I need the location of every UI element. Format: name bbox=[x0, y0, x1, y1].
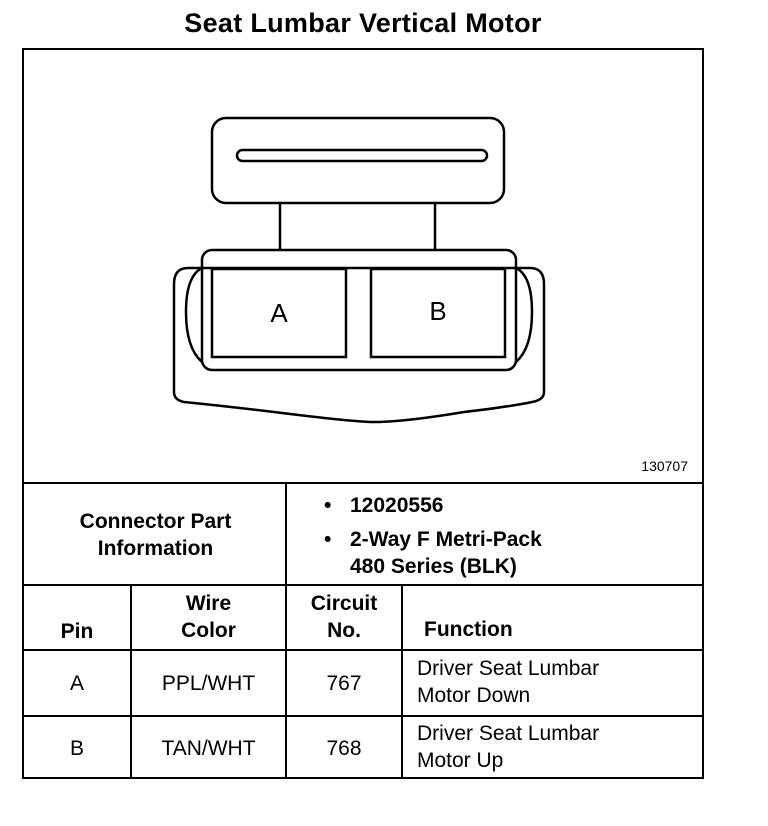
right-ear bbox=[515, 266, 534, 363]
left-ear bbox=[184, 266, 203, 363]
latch-slot bbox=[235, 148, 489, 163]
row-a-pin: A bbox=[69, 672, 84, 695]
header-circuit-no: Circuit No. bbox=[310, 592, 378, 642]
row-a-function: Driver Seat Lumbar Motor Down bbox=[417, 657, 600, 707]
cavity-b-label: B bbox=[429, 296, 446, 326]
part-number: • 12020556 bbox=[324, 494, 444, 517]
connector-diagram: A B bbox=[24, 50, 702, 482]
header-pin: Pin bbox=[60, 620, 94, 643]
connector-part-info-label: Connector Part Information bbox=[79, 510, 232, 560]
connector-body-outline bbox=[172, 266, 546, 424]
cavity-a-label: A bbox=[270, 298, 288, 328]
cavity-a bbox=[210, 267, 348, 359]
divider-diagram bbox=[24, 482, 702, 484]
row-a-wire-color: PPL/WHT bbox=[161, 672, 256, 695]
row-b-pin: B bbox=[69, 737, 84, 760]
row-a-circuit: 767 bbox=[326, 672, 362, 695]
divider-col-pin bbox=[130, 584, 132, 777]
connector-type: • 2-Way F Metri-Pack 480 Series (BLK) bbox=[324, 528, 542, 578]
figure-id: 130707 bbox=[641, 458, 688, 474]
cavity-b bbox=[369, 267, 507, 359]
connector-drawing: A B bbox=[172, 116, 546, 424]
connector-latch-housing bbox=[210, 116, 506, 205]
connector-face bbox=[200, 248, 518, 372]
page-title: Seat Lumbar Vertical Motor bbox=[184, 8, 542, 38]
row-b-wire-color: TAN/WHT bbox=[161, 737, 256, 760]
connector-part-info-values: • 12020556 • 2-Way F Metri-Pack 480 Seri… bbox=[324, 492, 702, 580]
header-wire-color: Wire Color bbox=[181, 592, 236, 642]
divider-row-a bbox=[24, 715, 702, 717]
divider-header bbox=[24, 649, 702, 651]
row-b-circuit: 768 bbox=[326, 737, 362, 760]
row-b-function: Driver Seat Lumbar Motor Up bbox=[417, 722, 600, 772]
divider-col-label bbox=[285, 482, 287, 777]
header-function: Function bbox=[424, 618, 513, 641]
connector-info-frame: A B 130707 Connector Part Information • … bbox=[22, 48, 704, 779]
divider-part-info bbox=[24, 584, 702, 586]
divider-col-circuit bbox=[401, 584, 403, 777]
